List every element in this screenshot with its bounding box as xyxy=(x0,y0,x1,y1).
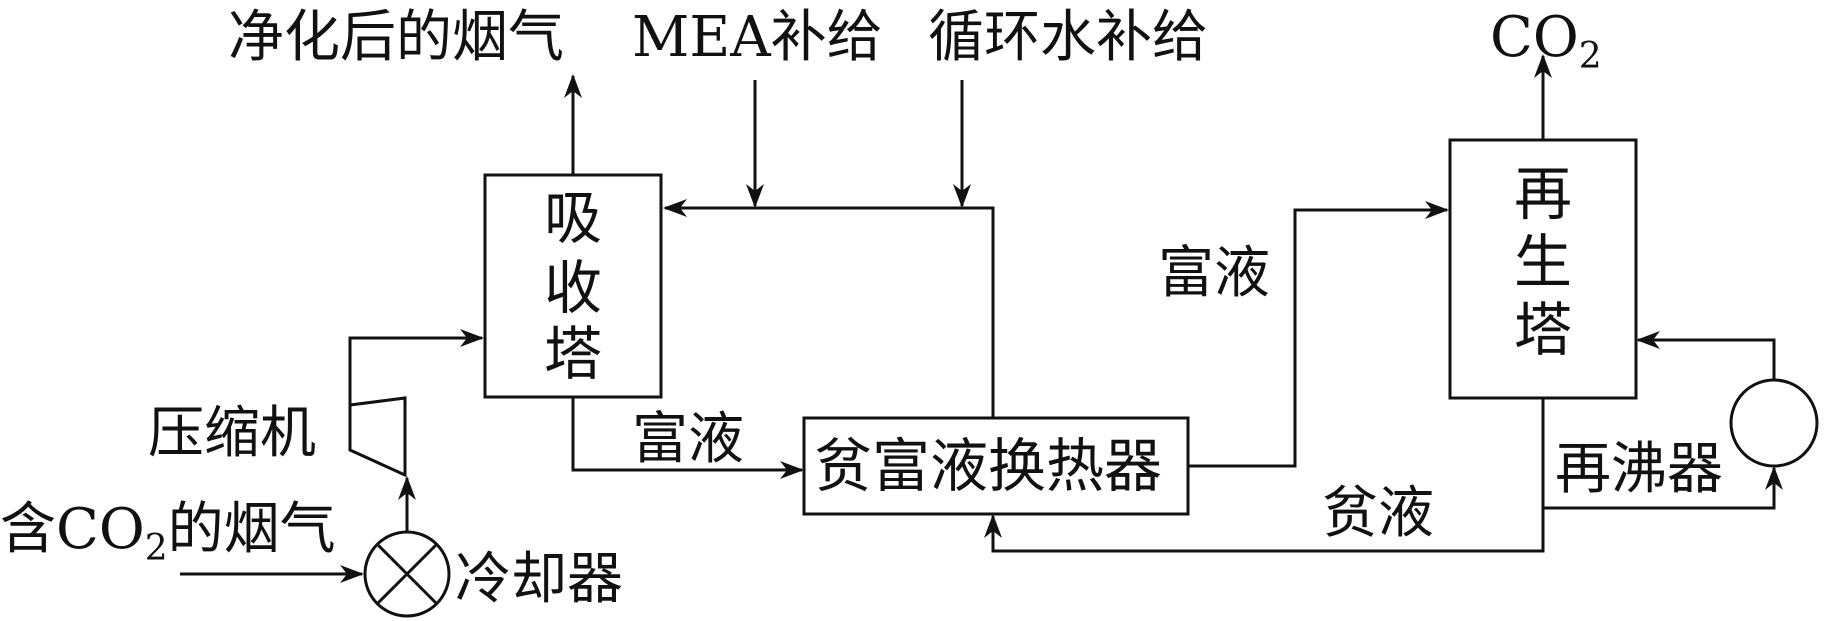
clean-gas-label: 净化后的烟气 xyxy=(228,5,564,70)
regenerator-char-3: 塔 xyxy=(1514,296,1572,364)
reboiler-label: 再沸器 xyxy=(1555,437,1723,502)
compressor-outlet-line xyxy=(348,329,484,405)
heat-exchanger-label: 贫富液换热器 xyxy=(814,432,1162,500)
cooler-label: 冷却器 xyxy=(455,547,623,612)
regenerator-char-1: 再 xyxy=(1514,160,1572,228)
rich-liquid-bottom-label: 富液 xyxy=(632,407,744,472)
rich-liquid-bottom-line xyxy=(571,397,804,479)
rich-liquid-top-line xyxy=(1188,201,1449,468)
reboiler-return-line xyxy=(1636,331,1776,380)
co2-subscript: 2 xyxy=(1579,36,1602,77)
compressor-symbol xyxy=(348,396,407,478)
cooler-cross-b xyxy=(375,542,439,606)
rich-liquid-top-label: 富液 xyxy=(1158,241,1270,306)
feed-gas-prefix: 含CO xyxy=(0,497,145,562)
absorber-char-2: 收 xyxy=(544,254,602,322)
lean-liquid-label: 贫液 xyxy=(1322,481,1434,546)
lean-return-line xyxy=(663,199,995,418)
reboiler-symbol xyxy=(1729,378,1819,468)
absorber-box xyxy=(483,173,663,399)
mea-makeup-label: MEA补给 xyxy=(632,5,883,70)
reboiler-inlet-line xyxy=(1543,466,1783,510)
compressor-label: 压缩机 xyxy=(148,401,316,466)
absorber-char-1: 吸 xyxy=(544,184,602,252)
heat-exchanger-box xyxy=(802,416,1190,516)
co2-label: CO2 xyxy=(1490,5,1602,77)
regenerator-char-2: 生 xyxy=(1514,228,1572,296)
co2-text: CO xyxy=(1490,5,1579,70)
feed-gas-suffix: 的烟气 xyxy=(168,497,336,562)
absorber-char-3: 塔 xyxy=(544,320,602,388)
water-makeup-label: 循环水补给 xyxy=(928,5,1208,70)
lean-liquid-line xyxy=(984,398,1545,553)
feed-gas-label: 含CO2的烟气 xyxy=(0,497,336,569)
feed-gas-subscript: 2 xyxy=(145,528,168,569)
